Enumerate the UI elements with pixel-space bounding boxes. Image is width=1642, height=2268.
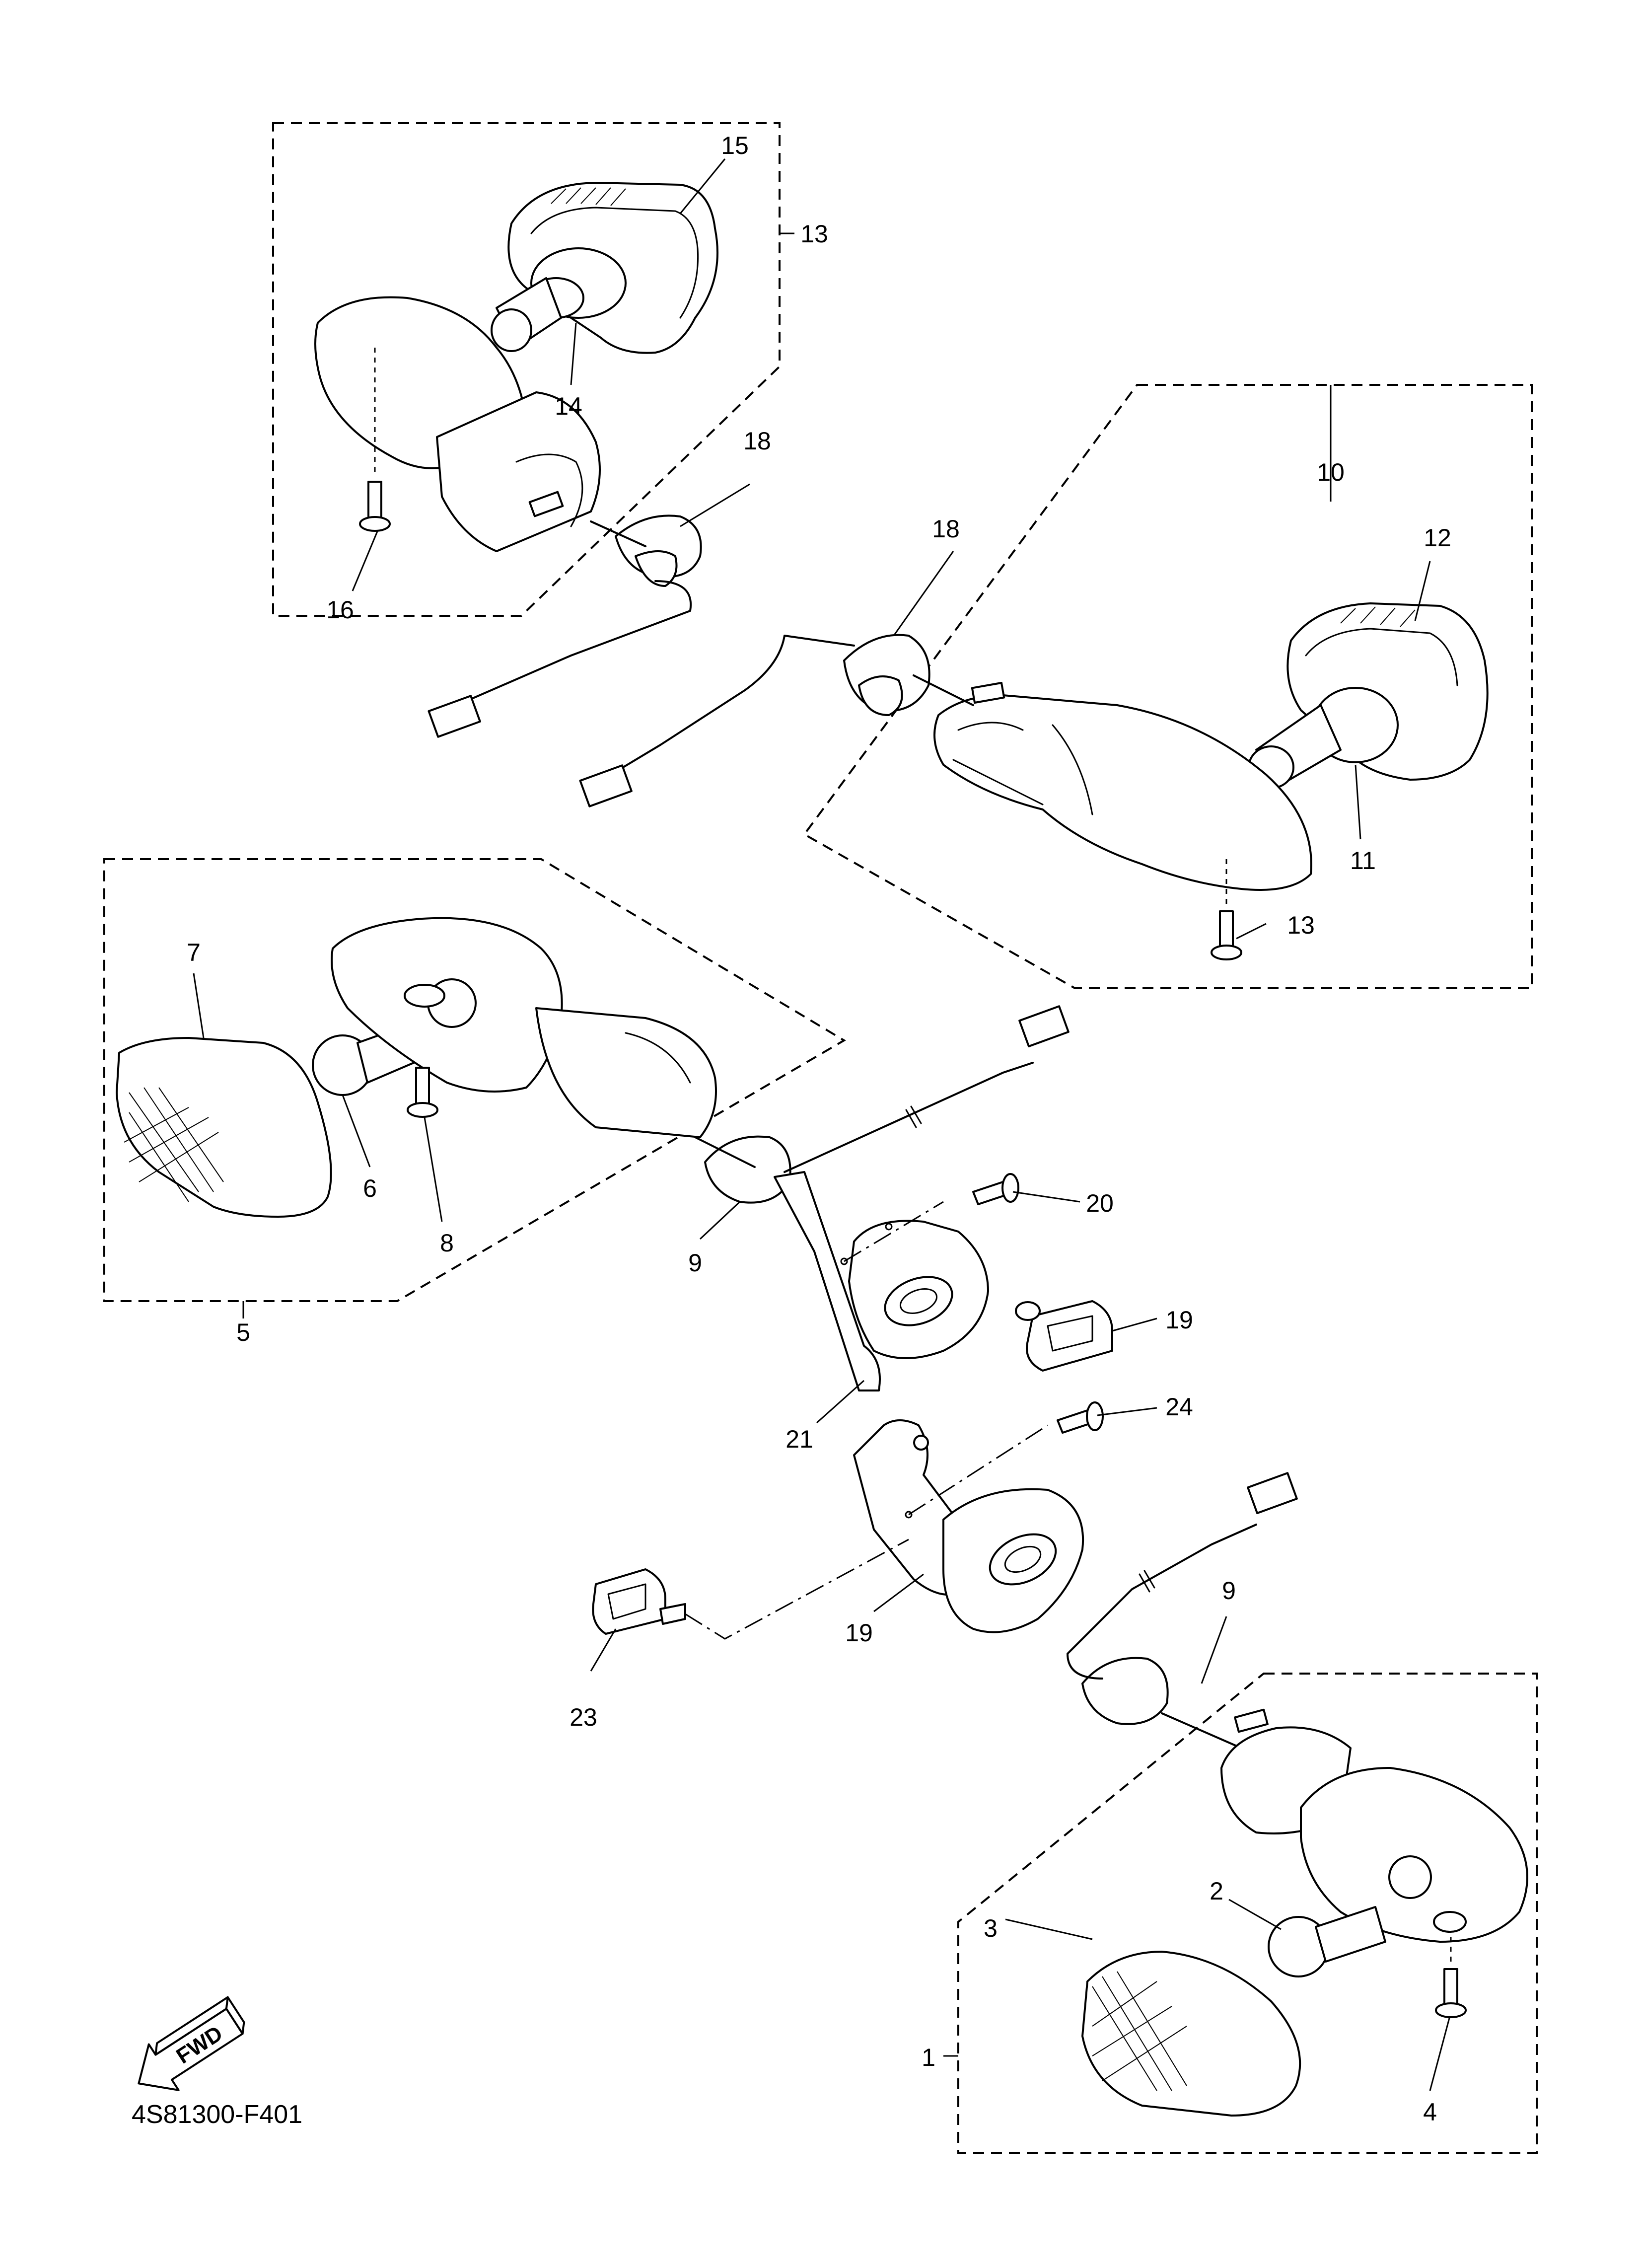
callout-labels: 15 13 14 18 16 10 18 12 11 12 13 7 6 8 9… [187, 132, 1451, 2126]
callout-11: 11 [1350, 847, 1376, 875]
bracket-22-group [774, 1171, 1113, 1391]
callout-19-visible: 19 [845, 1619, 873, 1647]
callout-5: 5 [236, 1318, 250, 1346]
assembly-1-front-right-flasher [957, 1472, 1538, 2154]
callout-18-right: 18 [932, 515, 960, 543]
leader-lines [193, 158, 1451, 2091]
callout-21: 20 [1086, 1189, 1114, 1217]
callout-8: 8 [440, 1229, 454, 1257]
callout-15: 14 [555, 392, 582, 420]
callout-13-visible: 13 [1287, 911, 1315, 939]
callout-9-mid: 9 [688, 1249, 702, 1277]
callout-20: 19 [1165, 1306, 1193, 1334]
callout-2: 2 [1210, 1877, 1223, 1905]
assembly-14-rear-left-flasher [272, 122, 781, 738]
callout-10: 10 [1317, 458, 1345, 486]
callout-14: 13 [800, 220, 828, 248]
callout-24: 24 [1165, 1393, 1193, 1421]
callout-3: 3 [984, 1914, 998, 1942]
callout-12: 12 [1424, 524, 1451, 552]
callout-16: 15 [721, 132, 749, 159]
assembly-5-front-left-flasher [103, 858, 1070, 1302]
callout-4: 4 [1423, 2098, 1437, 2126]
callout-6: 6 [363, 1174, 377, 1202]
callout-22: 21 [785, 1425, 813, 1453]
callout-1: 1 [922, 2044, 935, 2071]
callout-18-top: 18 [743, 427, 771, 455]
callout-9-lower: 9 [1222, 1577, 1236, 1605]
fwd-arrow-badge: FWD [138, 1996, 245, 2091]
callout-7: 7 [187, 939, 201, 966]
drawing-code: 4S81300-F401 [132, 2100, 302, 2129]
assembly-10-rear-right-flasher [579, 384, 1533, 989]
callout-17: 16 [326, 596, 354, 624]
callout-23: 23 [570, 1703, 597, 1731]
bracket-19-group [592, 1401, 1104, 1640]
